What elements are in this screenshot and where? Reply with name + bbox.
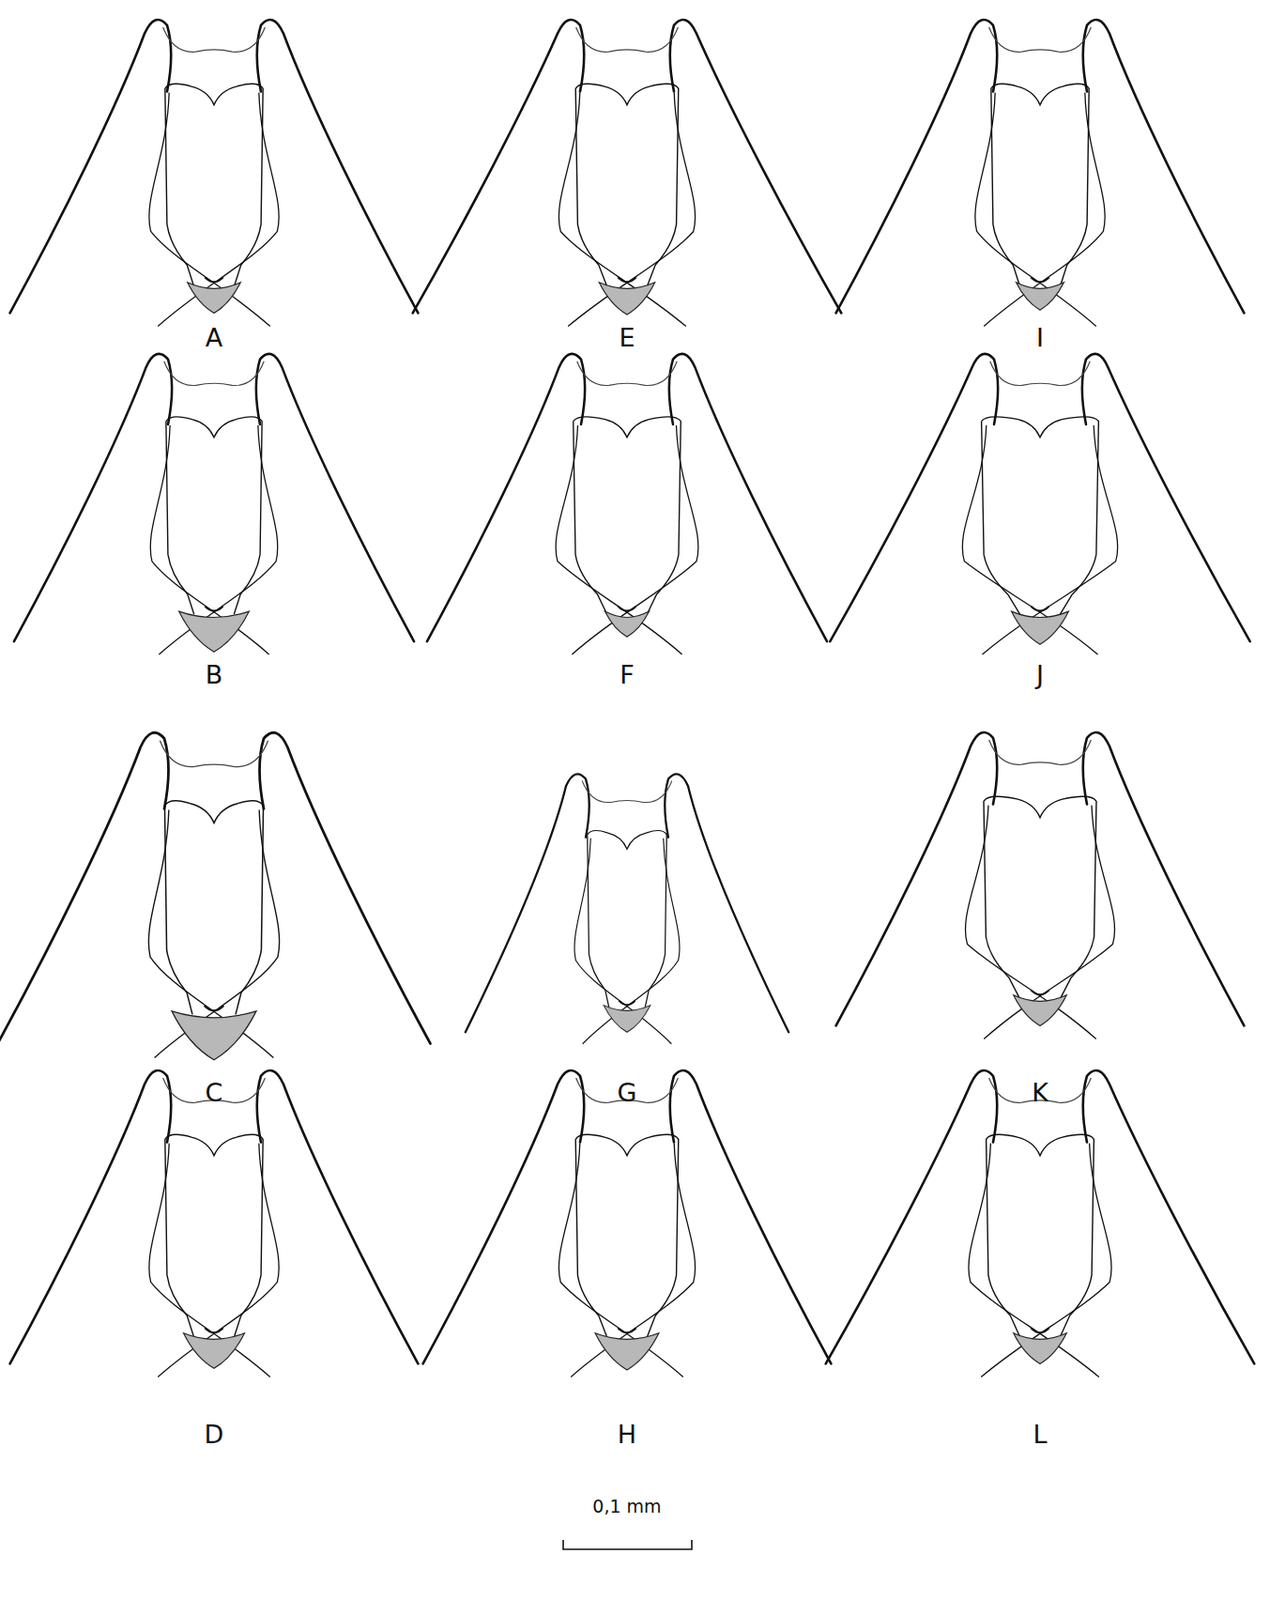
sclerotized-tip: [1013, 1332, 1068, 1364]
lateral-arm: [14, 353, 172, 642]
central-body: [575, 83, 679, 286]
lateral-arm: [257, 19, 419, 313]
sclerotized-tip: [183, 1332, 245, 1369]
central-body: [165, 1133, 263, 1336]
central-body: [573, 416, 682, 614]
tip-mark: [1030, 276, 1050, 282]
sclerotized-tip: [1011, 611, 1070, 644]
genital-plate-figure: [10, 19, 419, 327]
genital-plate-figure: [10, 1070, 419, 1378]
tip-mark: [617, 276, 637, 282]
lateral-arm: [256, 353, 414, 642]
genital-plate-figure: [413, 19, 842, 327]
lateral-arm: [836, 19, 998, 313]
genital-plate-figure: [427, 353, 827, 655]
sclerotized-tip: [1016, 282, 1065, 310]
upper-arc: [989, 27, 1092, 52]
scale-label: 0,1 mm: [592, 1497, 661, 1515]
panel-letter: B: [205, 661, 224, 688]
panel-letter: I: [1036, 324, 1044, 351]
genital-plate-figure: [836, 732, 1245, 1040]
sclerotized-tip: [1013, 994, 1068, 1026]
tip-mark: [204, 606, 223, 612]
tip-mark: [618, 1000, 635, 1005]
lateral-arm: [0, 732, 169, 1043]
lateral-arm: [836, 732, 998, 1026]
lateral-arm: [423, 1070, 585, 1363]
lateral-arm: [669, 353, 827, 642]
upper-arc: [581, 780, 673, 802]
panel-letter: E: [618, 324, 635, 351]
upper-arc: [159, 740, 268, 767]
panel-letter: K: [1031, 1079, 1049, 1105]
lateral-arm: [413, 19, 584, 313]
central-body: [166, 416, 262, 614]
upper-arc: [989, 739, 1092, 765]
central-body: [991, 83, 1089, 286]
panel-letter: G: [617, 1079, 638, 1105]
sclerotized-tip: [171, 1010, 257, 1060]
upper-arc: [577, 361, 678, 386]
lateral-arm: [10, 19, 172, 313]
panel-letter: J: [1036, 661, 1044, 688]
tip-mark: [617, 1327, 637, 1332]
central-body: [587, 829, 667, 1008]
central-body: [986, 1133, 1095, 1336]
lateral-arm: [670, 19, 842, 313]
tip-mark: [204, 276, 224, 282]
panel-letter: H: [617, 1421, 637, 1447]
sclerotized-tip: [179, 611, 250, 652]
central-body: [981, 416, 1100, 614]
sclerotized-tip: [187, 282, 242, 314]
panel-letter: F: [619, 661, 635, 688]
central-body: [165, 83, 263, 286]
tip-mark: [1030, 1327, 1050, 1332]
lateral-arm: [427, 353, 585, 642]
genital-plate-figure: [826, 1070, 1255, 1378]
lateral-arm: [1083, 19, 1245, 313]
lateral-arm: [260, 732, 431, 1043]
panel-letter: L: [1032, 1421, 1047, 1447]
panel-letter: A: [205, 324, 223, 351]
lateral-arm: [10, 1070, 172, 1363]
lateral-arm: [257, 1070, 419, 1363]
central-body: [164, 800, 263, 1015]
tip-mark: [204, 1005, 225, 1010]
upper-arc: [164, 361, 265, 386]
genital-plate-figure: [14, 353, 414, 655]
upper-arc: [990, 361, 1091, 386]
genital-plate-figure: [836, 19, 1245, 327]
panel-letter: C: [205, 1079, 224, 1105]
sclerotized-tip: [603, 1005, 651, 1033]
central-body: [983, 795, 1097, 998]
tip-mark: [204, 1327, 224, 1332]
sclerotized-tip: [604, 611, 649, 637]
panel-letter: D: [204, 1421, 225, 1447]
lateral-arm: [826, 1070, 997, 1363]
sclerotized-tip: [595, 1332, 659, 1370]
central-body: [575, 1133, 679, 1336]
lateral-arm: [670, 1070, 832, 1363]
lateral-arm: [465, 773, 590, 1032]
tip-mark: [617, 606, 636, 612]
tip-mark: [1030, 989, 1050, 995]
genital-plate-figure: [465, 773, 789, 1043]
scale-bar: [563, 1539, 692, 1549]
upper-arc: [576, 27, 679, 52]
sclerotized-tip: [598, 282, 655, 315]
genital-plate-figure: [423, 1070, 832, 1378]
lateral-arm: [1083, 1070, 1255, 1363]
upper-arc: [163, 27, 266, 52]
genital-plate-figure: [0, 732, 430, 1059]
tip-mark: [1030, 606, 1049, 612]
lateral-arm: [664, 773, 789, 1032]
lateral-arm: [1083, 732, 1245, 1026]
genital-plate-figure: [829, 353, 1250, 655]
